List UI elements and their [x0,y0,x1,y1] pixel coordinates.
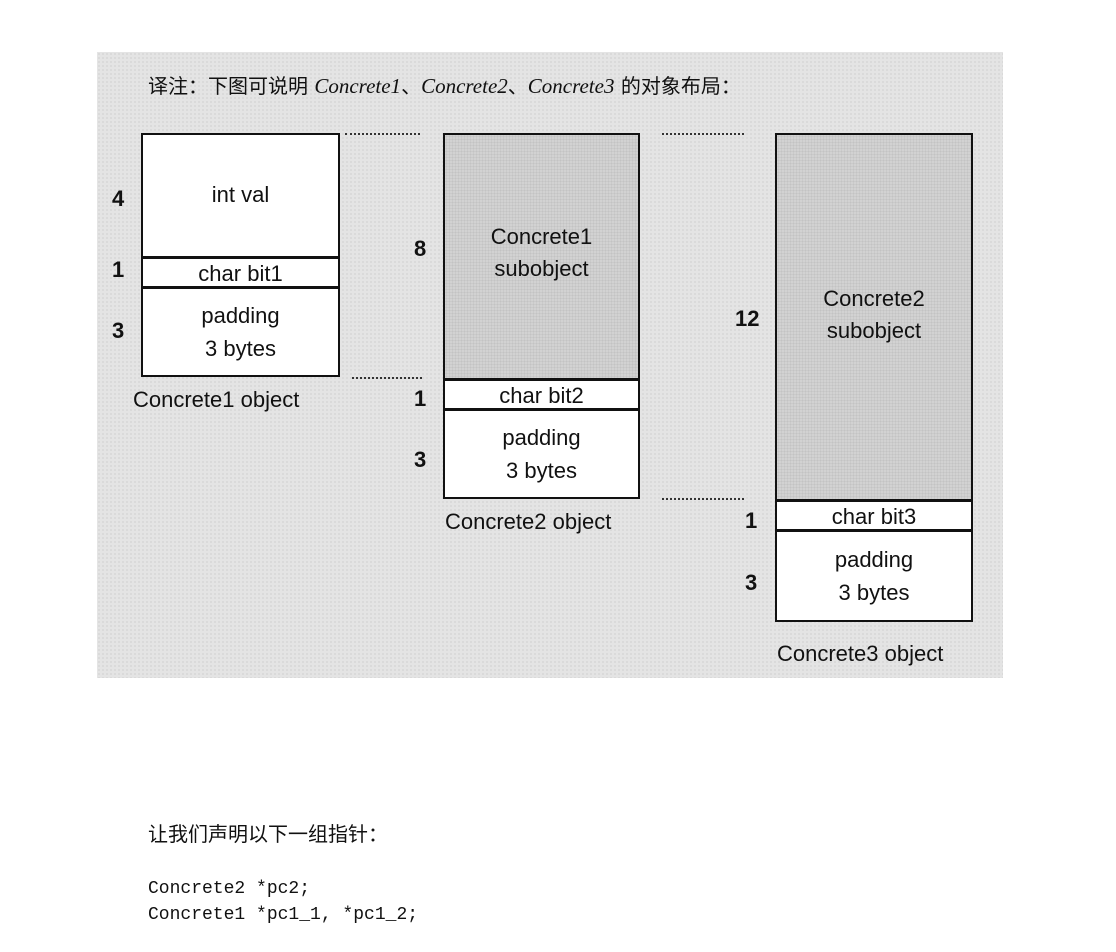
code-line: Concrete1 *pc1_1, *pc1_2; [148,905,419,925]
field-char-bit2: char bit2 [445,378,638,411]
size-label: 1 [745,508,758,533]
size-label: 3 [414,447,427,472]
note-class-concrete1: Concrete1 [314,74,402,98]
size-label: 8 [414,236,427,261]
body-text: 让我们声明以下一组指针： [148,822,388,846]
code-block: Concrete2 *pc2; Concrete1 *pc1_1, *pc1_2… [148,876,418,928]
field-int-val: int val [143,135,338,256]
dotted-guide [662,133,744,135]
size-label: 1 [414,386,427,411]
field-padding: padding 3 bytes [445,408,638,497]
concrete1-caption: Concrete1 object [133,387,300,412]
dotted-guide [345,133,420,135]
note-class-concrete2: Concrete2 [421,74,508,98]
note-prefix: 译注：下图可说明 [148,74,315,98]
concrete2-subobject: Concrete2 subobject [777,135,971,499]
field-char-bit1: char bit1 [143,256,338,288]
concrete3-object-box: Concrete2 subobject char bit3 padding 3 … [775,133,973,622]
note-suffix: 的对象布局： [614,74,741,98]
note-class-concrete3: Concrete3 [527,74,615,98]
field-padding: padding 3 bytes [777,529,971,620]
size-label: 4 [112,186,125,211]
code-line: Concrete2 *pc2; [148,879,311,899]
size-label: 12 [735,306,760,331]
dotted-guide [352,377,422,379]
dotted-guide [662,498,744,500]
concrete1-object-box: int val char bit1 padding 3 bytes [141,133,340,377]
translator-note: 译注：下图可说明 Concrete1、Concrete2、Concrete3 的… [148,70,741,99]
size-label: 1 [112,257,125,282]
note-separator: 、 [401,74,422,98]
concrete2-object-box: Concrete1 subobject char bit2 padding 3 … [443,133,640,499]
field-char-bit3: char bit3 [777,499,971,532]
field-padding: padding 3 bytes [143,286,338,375]
size-label: 3 [745,570,758,595]
note-separator: 、 [507,74,528,98]
size-label: 3 [112,318,125,343]
concrete3-caption: Concrete3 object [777,641,944,666]
concrete2-caption: Concrete2 object [445,509,612,534]
concrete1-subobject: Concrete1 subobject [445,135,638,378]
